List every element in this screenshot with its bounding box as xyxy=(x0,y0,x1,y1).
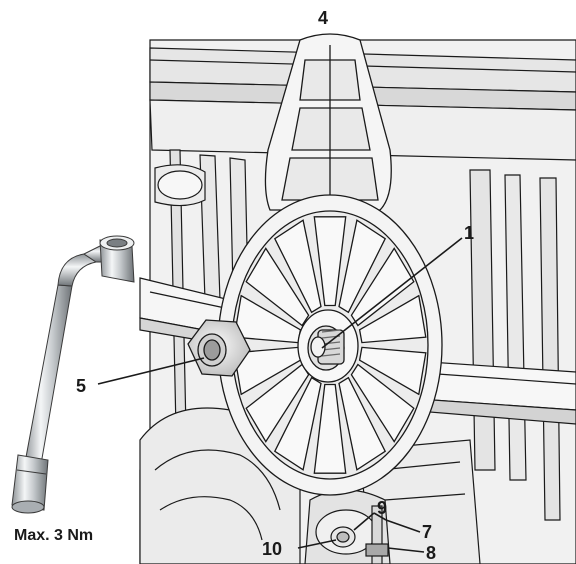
leader-lines xyxy=(97,237,463,553)
lock-nut xyxy=(187,319,251,377)
adjustment-wheel xyxy=(217,33,443,496)
leader-7 xyxy=(385,519,421,533)
wheel-spoke-cell xyxy=(313,216,347,307)
small-bolt xyxy=(330,526,356,548)
wheel-spoke-cell xyxy=(338,376,387,471)
adjusting-screw xyxy=(365,505,389,564)
callout-8: 8 xyxy=(426,543,436,563)
callout-1: 1 xyxy=(464,223,474,243)
wheel-spoke-cell xyxy=(338,219,387,314)
wheel-spoke-cell xyxy=(273,219,322,314)
leader-1 xyxy=(321,237,463,349)
leader-9a xyxy=(353,512,375,531)
callout-10: 10 xyxy=(262,539,282,559)
callout-7: 7 xyxy=(422,522,432,542)
callout-5: 5 xyxy=(76,376,86,396)
leader-5 xyxy=(97,357,205,385)
wheel-spoke-cell xyxy=(358,346,427,396)
callout-4: 4 xyxy=(318,8,328,28)
leader-9b xyxy=(373,512,387,521)
leader-8 xyxy=(387,547,425,553)
socket-wrench-icon xyxy=(11,235,135,514)
callout-9: 9 xyxy=(377,498,387,518)
leader-10 xyxy=(297,539,337,549)
wheel-spoke-cell xyxy=(245,247,310,327)
torque-caption: Max. 3 Nm xyxy=(14,527,93,544)
wheel-spoke-cell xyxy=(358,294,427,344)
wheel-spoke-cell xyxy=(350,363,415,443)
wheel-spoke-cell xyxy=(313,383,347,474)
threaded-stud xyxy=(310,329,345,365)
wheel-spoke-cell xyxy=(273,376,322,471)
